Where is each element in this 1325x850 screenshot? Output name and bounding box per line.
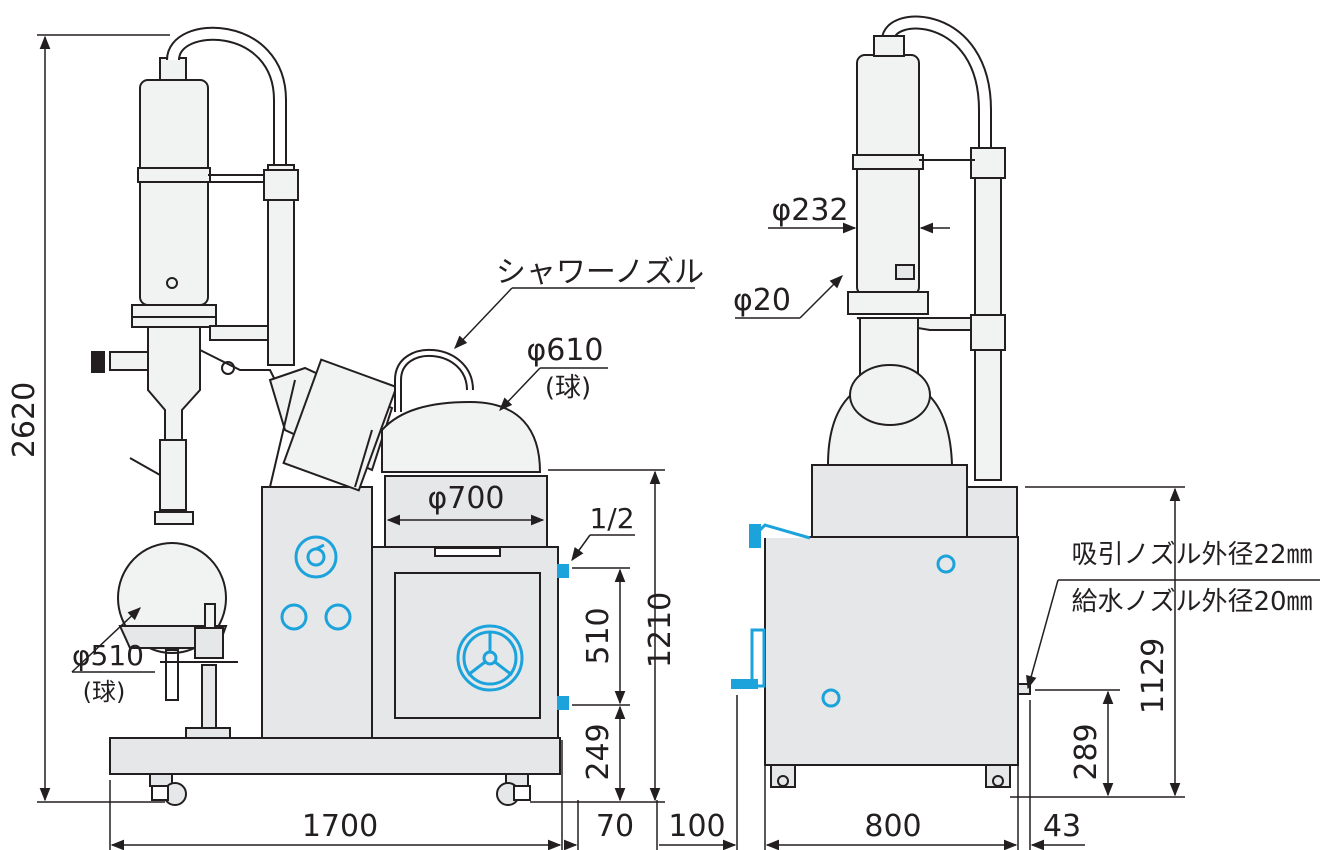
front-control-cabinet [261, 486, 373, 739]
pressure-gauge-icon [294, 535, 338, 579]
front-bath-slot [434, 547, 501, 557]
front-caster-right [496, 773, 531, 806]
labels: 2620 1700 70 1210 510 249 1/2 シャワーノズル φ6… [7, 193, 1313, 844]
dim-side-nozzle-height: 289 [1069, 723, 1104, 780]
label-small-nozzle: φ20 [733, 283, 791, 318]
dim-side-tank-height: 1129 [1136, 638, 1171, 714]
dim-nozzle-spacing: 510 [581, 607, 616, 664]
dim-nozzle-size: 1/2 [589, 502, 634, 535]
handwheel-icon [456, 624, 524, 692]
front-nozzle-upper [557, 564, 569, 578]
port-ring-icon [280, 603, 308, 631]
dimension-lines [37, 34, 1320, 850]
dim-tank-height-front: 1210 [643, 592, 678, 668]
label-bath-diameter: φ700 [427, 481, 504, 516]
port-ring-icon [821, 688, 841, 708]
dim-base-width: 1700 [302, 809, 378, 844]
label-shower-nozzle: シャワーノズル [496, 255, 704, 290]
front-heating-bath [384, 475, 548, 548]
dim-total-height: 2620 [7, 382, 42, 458]
dim-lower-nozzle-height: 249 [581, 723, 616, 780]
label-flask-bottom-shape: (球) [83, 678, 126, 706]
front-view [91, 26, 569, 806]
dim-side-left-offset: 100 [668, 809, 725, 844]
side-condenser [856, 54, 920, 296]
front-nozzle-lower [557, 696, 569, 710]
front-evaporating-flask [381, 400, 542, 473]
side-cabinet [764, 536, 1019, 766]
label-flask-top-diameter: φ610 [526, 333, 603, 368]
port-ring-icon [324, 603, 352, 631]
front-caster-left [149, 773, 187, 806]
label-flask-bottom-diameter: φ510 [72, 639, 144, 672]
side-heating-bath [811, 464, 968, 538]
port-ring-icon [936, 554, 956, 574]
side-handle-lower [750, 628, 766, 688]
dim-side-right-offset: 43 [1043, 809, 1081, 844]
label-suction-nozzle: 吸引ノズル外径22㎜ [1071, 540, 1312, 570]
dim-side-width: 800 [864, 809, 921, 844]
front-base-plate [109, 737, 561, 775]
label-supply-nozzle: 給水ノズル外径20㎜ [1071, 587, 1312, 617]
front-condenser [139, 79, 209, 306]
dim-offset-right: 70 [596, 809, 634, 844]
side-view [731, 15, 1031, 788]
label-flask-top-shape: (球) [545, 373, 591, 403]
label-column-diameter: φ232 [771, 193, 848, 228]
